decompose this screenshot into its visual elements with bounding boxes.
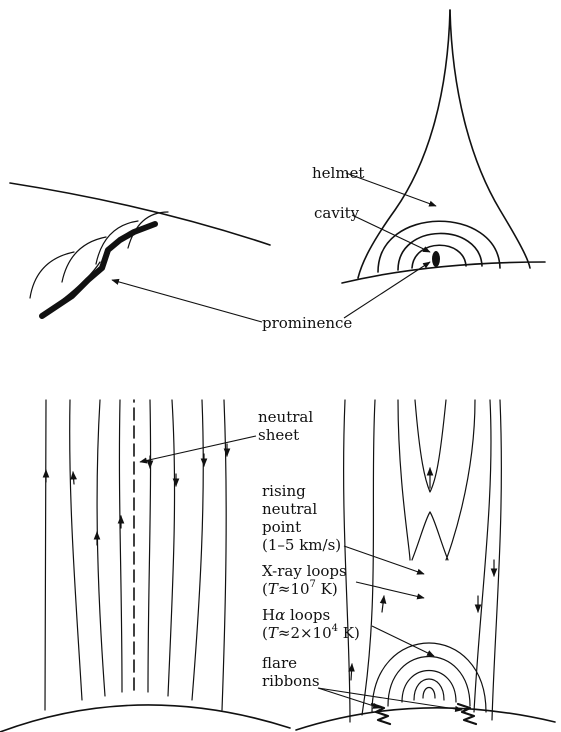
open-line-right-inner [446, 400, 475, 560]
helmet-pointer-arrow [346, 173, 436, 206]
flare-loop-4 [414, 679, 444, 700]
flare-ribbons-label-line1: flare [262, 654, 297, 672]
flare-loop-2 [388, 657, 470, 707]
field-line-left-2-arrow [73, 472, 74, 484]
halpha-temp-label: (T≈2×104 K) [262, 623, 360, 642]
xray-pointer-arrow [356, 582, 424, 598]
outer-arrow-left [351, 664, 352, 680]
field-line-left-3 [97, 400, 105, 696]
neutral-sheet-label-line2: sheet [258, 426, 299, 444]
helmet-streamer-panel: helmet cavity [312, 10, 545, 318]
field-line-left-2 [70, 400, 82, 700]
rising-label-line3: point [262, 518, 301, 536]
cavity-label: cavity [314, 204, 360, 222]
solar-limb-top-left [10, 183, 270, 245]
field-line-right-4 [222, 400, 226, 710]
rising-speed-label: (1–5 km/s) [262, 536, 341, 554]
reconnection-x-right [430, 512, 448, 560]
streamer-outer-left [358, 10, 450, 278]
field-line-left-4 [119, 400, 122, 692]
field-arc-2 [62, 237, 106, 282]
field-arc-1 [30, 252, 74, 298]
field-line-right-2 [168, 400, 175, 696]
field-line-left-1 [45, 400, 46, 710]
helmet-label: helmet [312, 164, 364, 182]
open-line-right-middle [474, 400, 491, 712]
halpha-pointer-arrow [372, 626, 434, 656]
xray-temp-label: (T≈107 K) [262, 579, 338, 598]
prominence-to-cavity-arrow [344, 262, 430, 318]
solar-limb-top-right [342, 262, 545, 283]
cavity-pointer-arrow [352, 215, 430, 252]
field-line-right-1 [148, 400, 151, 692]
loop-arrow-left [382, 596, 384, 612]
flare-loop-5 [423, 688, 435, 699]
solar-limb-bottom-left [0, 705, 290, 732]
rising-label-line1: rising [262, 482, 306, 500]
flare-reconnection-panel: rising neutral point (1–5 km/s) X-ray lo… [262, 400, 555, 730]
field-arc-5 [62, 262, 100, 300]
flare-ribbon-right [458, 704, 476, 724]
streamer-outer-right [450, 10, 530, 268]
xray-title-label: X-ray loops [262, 562, 347, 580]
reconnection-x-left [412, 512, 430, 560]
cavity-prominence-blob [432, 251, 440, 267]
neutral-sheet-label-line1: neutral [258, 408, 313, 426]
flare-ribbons-label-line2: ribbons [262, 672, 320, 690]
neutral-sheet-pointer-arrow [140, 436, 256, 462]
solar-limb-bottom-right [296, 708, 555, 730]
flare-ribbon-left [372, 704, 390, 724]
prominence-label: prominence [262, 314, 352, 332]
open-line-left-outer [344, 400, 350, 722]
rising-label-line2: neutral [262, 500, 317, 518]
prominence-filament [42, 224, 155, 316]
field-line-right-3 [192, 400, 203, 700]
open-line-left-inner [398, 400, 410, 560]
halpha-title-label: Hα loops [262, 606, 330, 624]
prominence-pointer-arrow [112, 280, 262, 322]
flare-ribbon-pointer-left [318, 688, 380, 708]
prominence-on-disk-panel: prominence [10, 183, 352, 332]
flare-loop-3 [402, 671, 456, 703]
open-line-left-middle [362, 400, 375, 715]
